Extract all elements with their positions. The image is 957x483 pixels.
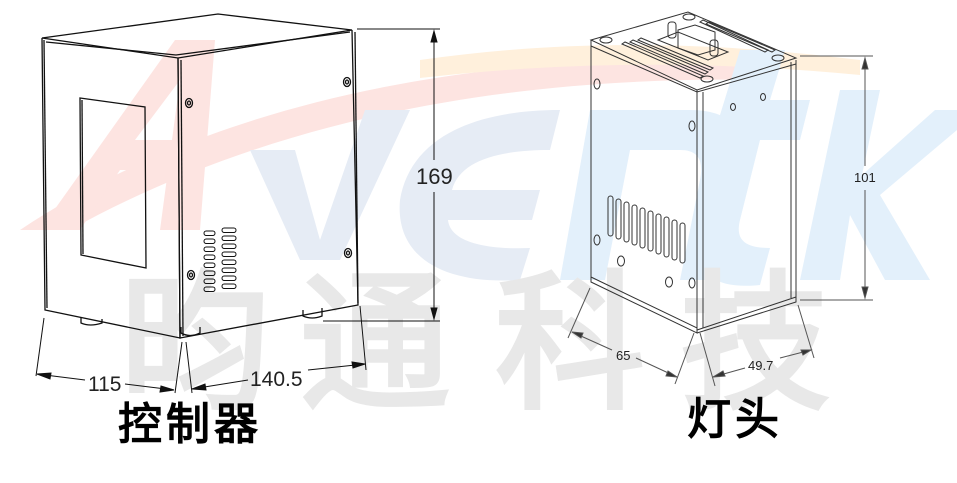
screw-icon — [730, 103, 736, 111]
screw-icon — [343, 247, 353, 259]
controller-height-dimension — [323, 28, 440, 322]
screw-icon — [688, 277, 696, 289]
lamp-width-label: 65 — [616, 348, 630, 363]
screw-icon — [186, 269, 196, 281]
controller-width-label: 115 — [88, 373, 121, 396]
watermark-char-2: 通 — [300, 258, 451, 432]
screw-icon — [342, 76, 352, 88]
controller-height-label: 169 — [416, 164, 453, 189]
lamp-head-caption: 灯头 — [687, 394, 783, 445]
controller-display-window — [79, 97, 147, 269]
lamp-depth-dimension — [699, 304, 815, 387]
watermark-char-4: 技 — [680, 258, 831, 432]
screw-icon — [593, 78, 601, 90]
lamp-top-fins — [620, 19, 777, 79]
controller-foot — [80, 317, 103, 326]
watermark-char-3: 科 — [495, 258, 646, 432]
controller-vent-slots — [203, 227, 237, 292]
lamp-side-face — [696, 60, 797, 331]
controller-foot — [302, 308, 323, 319]
lamp-height-label: 101 — [854, 170, 876, 185]
lamp-height-dimension — [800, 55, 873, 301]
lamp-width-dimension — [567, 287, 695, 385]
lamp-db-connector-icon — [656, 21, 730, 61]
screw-icon — [617, 255, 625, 267]
controller-width-dimension — [35, 317, 183, 394]
controller-foot — [180, 327, 201, 337]
lamp-depth-label: 49.7 — [748, 358, 773, 373]
controller-caption: 控制器 — [118, 399, 262, 450]
screw-icon — [593, 234, 601, 246]
screw-icon — [760, 93, 766, 101]
controller-depth-label: 140.5 — [250, 368, 303, 391]
controller-depth-dimension — [185, 305, 367, 394]
watermark-char-1: 昀 — [120, 258, 271, 432]
lamp-front-face — [590, 40, 698, 329]
screw-icon — [688, 120, 696, 132]
lamp-top-face — [589, 11, 798, 91]
screw-icon — [665, 276, 673, 288]
screw-icon — [184, 97, 194, 109]
controller-side-face — [177, 29, 359, 339]
lamp-vent-fins — [607, 195, 686, 264]
